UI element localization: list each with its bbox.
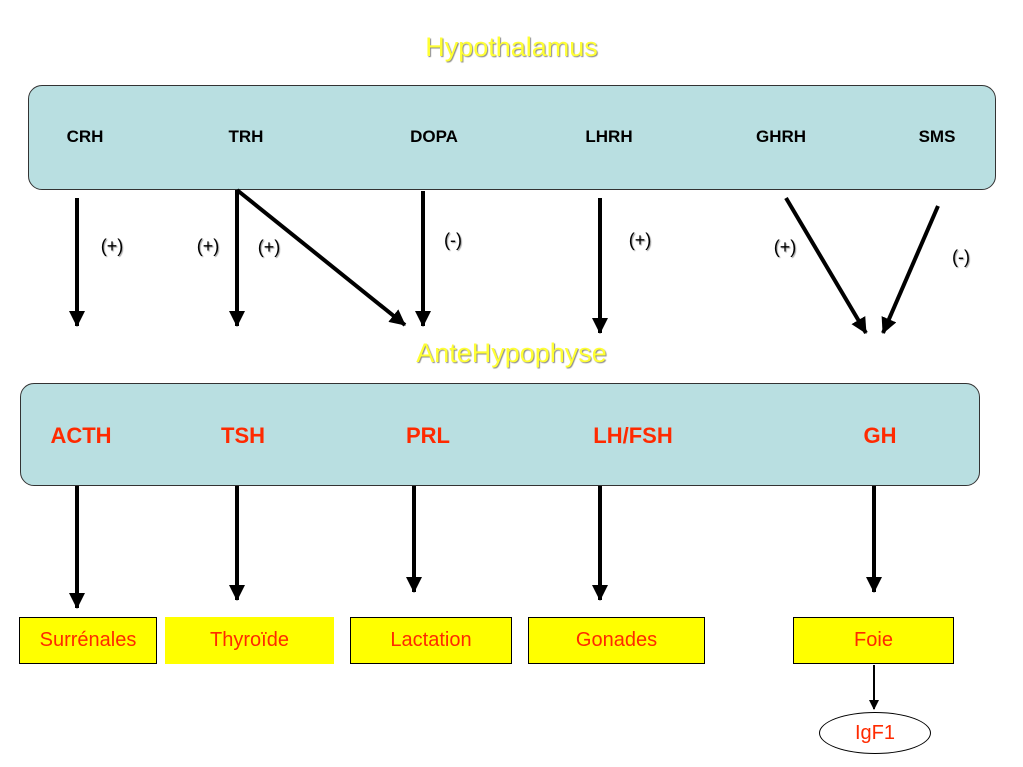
arrow-sms-gh (881, 205, 940, 334)
antehypophyse-title: AnteHypophyse (416, 338, 607, 368)
hormone-dopa: DOPA (410, 127, 458, 146)
sign-dopa-minus: (-) (444, 230, 462, 250)
hormone-lh-fsh: LH/FSH (593, 423, 673, 448)
arrow-trh-prl (235, 188, 407, 327)
hormone-sms: SMS (918, 127, 956, 146)
sign-crh-plus: (+) (100, 236, 124, 256)
target-foie: Foie (793, 617, 954, 664)
arrow-ghrh-gh (784, 196, 868, 335)
sign-trh-prl-plus: (+) (257, 237, 281, 257)
hypothalamus-title: Hypothalamus (425, 32, 598, 62)
sign-sms-minus: (-) (952, 247, 970, 267)
sign-ghrh-plus: (+) (773, 237, 797, 257)
hormone-trh: TRH (228, 127, 264, 146)
hormone-prl: PRL (406, 423, 450, 448)
hormone-acth: ACTH (50, 423, 112, 448)
igf1-node: IgF1 (819, 712, 931, 754)
hormone-crh: CRH (66, 127, 104, 146)
hormone-gh: GH (863, 423, 897, 448)
target-surrenales: Surrénales (19, 617, 157, 664)
sign-lhrh-plus: (+) (628, 230, 652, 250)
hypothalamus-panel (28, 85, 996, 190)
hormone-tsh: TSH (221, 423, 265, 448)
hormone-lhrh: LHRH (585, 127, 633, 146)
antehypophyse-panel (20, 383, 980, 486)
target-gonades: Gonades (528, 617, 705, 664)
sign-trh-tsh-plus: (+) (196, 236, 220, 256)
target-thyroide: Thyroïde (165, 617, 334, 664)
hormone-ghrh: GHRH (755, 127, 807, 146)
target-lactation: Lactation (350, 617, 512, 664)
